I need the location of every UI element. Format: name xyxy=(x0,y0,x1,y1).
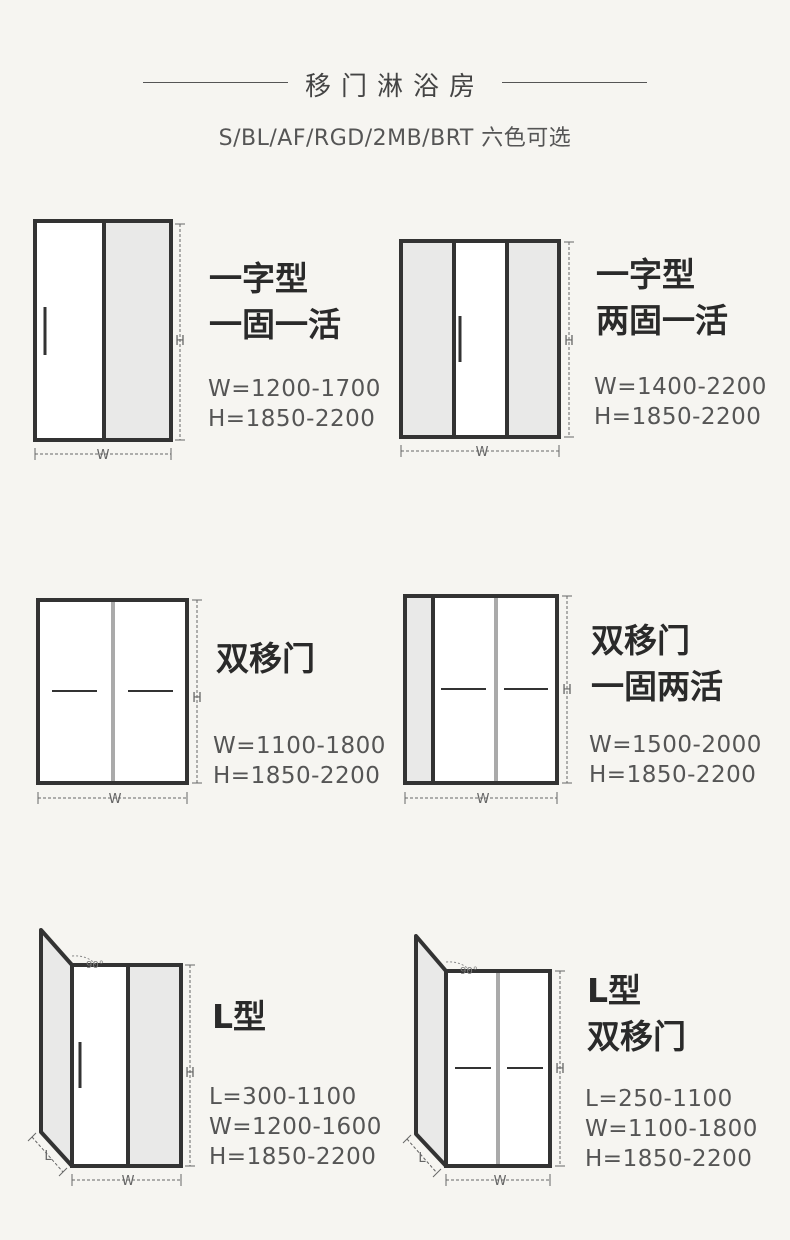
dim-h-label: H xyxy=(555,1062,565,1077)
diagram-straight-two-fixed-one-sliding: H W xyxy=(399,239,574,460)
product-dims: L=300-1100 W=1200-1600 H=1850-2200 xyxy=(209,1084,382,1170)
angle-label: 90° xyxy=(460,966,478,977)
dim-w-label: W xyxy=(476,445,489,460)
diagram-straight-one-fixed-one-sliding: H W xyxy=(33,219,185,463)
product-dims: W=1500-2000 H=1850-2200 xyxy=(589,732,762,788)
product-dims: W=1100-1800 H=1850-2200 xyxy=(213,733,386,789)
product-name: 双移门 一固两活 xyxy=(591,621,723,706)
product-name: L型 双移门 xyxy=(587,971,686,1056)
product-name: 一字型 两固一活 xyxy=(596,255,728,340)
dim-w-label: W xyxy=(494,1174,507,1189)
dim-w-label: W xyxy=(477,792,490,807)
header-rule-left xyxy=(143,82,288,83)
dim-l-label: L xyxy=(44,1149,52,1164)
dim-h-label: H xyxy=(562,683,572,698)
angle-label: 90° xyxy=(86,960,104,971)
dim-h-label: H xyxy=(185,1066,195,1081)
page-subtitle: S/BL/AF/RGD/2MB/BRT 六色可选 xyxy=(218,126,572,151)
product-name: L型 xyxy=(212,997,267,1036)
product-name: 一字型 一固一活 xyxy=(209,259,341,344)
product-dims: W=1200-1700 H=1850-2200 xyxy=(208,376,381,432)
diagram-l-shape-double-sliding: 90° H W L xyxy=(402,934,565,1189)
dim-h-label: H xyxy=(192,691,202,706)
product-dims: W=1400-2200 H=1850-2200 xyxy=(594,374,767,430)
dim-h-label: H xyxy=(175,334,185,349)
diagram-double-sliding: H W xyxy=(36,598,202,807)
diagram-l-shape: 90° H W L xyxy=(27,928,195,1189)
dim-w-label: W xyxy=(97,448,110,463)
dim-w-label: W xyxy=(122,1174,135,1189)
page-title: 移门淋浴房 xyxy=(304,72,485,102)
product-dims: L=250-1100 W=1100-1800 H=1850-2200 xyxy=(585,1086,758,1172)
dim-w-label: W xyxy=(109,792,122,807)
product-name: 双移门 xyxy=(216,639,315,678)
diagram-double-sliding-one-fixed: H W xyxy=(403,594,572,807)
header-rule-right xyxy=(502,82,647,83)
dim-l-label: L xyxy=(418,1151,426,1166)
dim-h-label: H xyxy=(564,334,574,349)
